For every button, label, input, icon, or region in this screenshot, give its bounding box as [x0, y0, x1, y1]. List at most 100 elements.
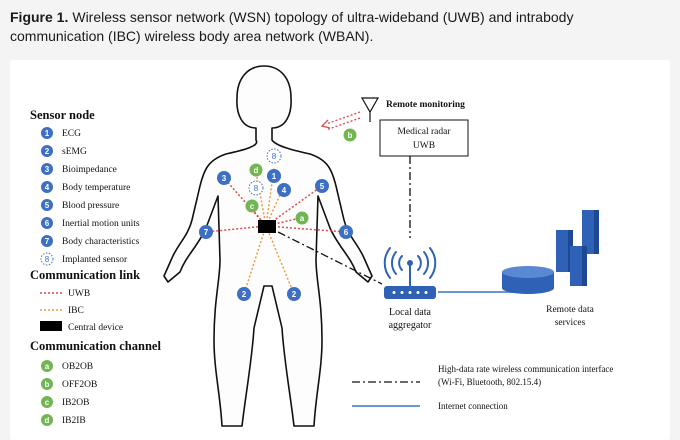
implanted-node-8-middle: 8	[248, 180, 264, 196]
uwb-link	[223, 177, 267, 227]
radar-antenna-icon	[360, 97, 380, 122]
svg-text:a: a	[300, 214, 305, 223]
body-node-3: 3	[217, 171, 231, 185]
svg-text:2: 2	[45, 147, 50, 156]
uwb-link	[265, 185, 323, 227]
figure-caption-text: Wireless sensor network (WSN) topology o…	[10, 9, 574, 44]
svg-text:IB2IB: IB2IB	[62, 416, 86, 426]
svg-text:c: c	[250, 202, 255, 211]
aggregator-label-line1: Local data	[389, 307, 431, 318]
figure-caption: Figure 1.Wireless sensor network (WSN) t…	[10, 8, 670, 46]
svg-text:4: 4	[282, 186, 287, 195]
svg-text:1: 1	[45, 129, 50, 138]
body-channel-c: c	[245, 199, 259, 213]
channel-legend-item: d IB2IB	[41, 414, 86, 426]
svg-text:2: 2	[292, 290, 297, 299]
medical-radar-label: Medical radar	[397, 127, 451, 137]
implanted-node-8-top: 8	[266, 148, 282, 164]
human-body-outline	[163, 65, 373, 427]
svg-text:Bioimpedance: Bioimpedance	[62, 165, 117, 175]
radar-waves	[320, 111, 361, 131]
body-node-7-left: 7	[199, 225, 213, 239]
svg-text:Implanted sensor: Implanted sensor	[62, 255, 128, 265]
hd-interface-protocols: (Wi-Fi, Bluetooth, 802.15.4)	[438, 377, 541, 387]
svg-text:sEMG: sEMG	[62, 147, 87, 157]
svg-text:ECG: ECG	[62, 129, 81, 139]
sensor-node-heading: Sensor node	[30, 108, 95, 122]
channel-legend-item: b OFF2OB	[41, 378, 97, 390]
channel-legend-item: a OB2OB	[41, 360, 93, 372]
figure-panel: 7 6 3 5 4 1 2 2 8 8 d c a Remote monitor…	[10, 60, 670, 440]
svg-text:b: b	[45, 380, 50, 389]
medical-radar-box	[379, 119, 469, 157]
svg-text:3: 3	[222, 174, 227, 183]
central-device-legend-label: Central device	[68, 323, 123, 333]
uwb-legend-label: UWB	[68, 289, 90, 299]
sensor-legend-item: 5 Blood pressure	[41, 199, 119, 211]
svg-text:3: 3	[45, 165, 50, 174]
body-node-4: 4	[277, 183, 291, 197]
ibc-link	[265, 225, 295, 295]
remote-monitoring-label: Remote monitoring	[386, 100, 465, 110]
svg-text:Blood pressure: Blood pressure	[62, 201, 119, 211]
central-device-legend-swatch	[40, 321, 62, 331]
communication-link-heading: Communication link	[30, 268, 140, 282]
router-lights	[392, 291, 428, 294]
svg-text:5: 5	[45, 201, 50, 210]
svg-text:2: 2	[242, 290, 247, 299]
body-node-2-right: 2	[287, 287, 301, 301]
ibc-legend-label: IBC	[68, 306, 84, 316]
central-device	[258, 220, 276, 233]
svg-text:c: c	[45, 398, 50, 407]
hd-interface-label: High-data rate wireless communication in…	[438, 364, 613, 374]
svg-text:7: 7	[45, 237, 50, 246]
internet-connection-label: Internet connection	[438, 401, 508, 411]
communication-channel-heading: Communication channel	[30, 339, 161, 353]
svg-text:Body temperature: Body temperature	[62, 183, 130, 193]
svg-text:d: d	[45, 416, 50, 425]
off2ob-channel-icon: b	[343, 128, 357, 142]
services-label-line2: services	[555, 318, 586, 328]
svg-text:d: d	[254, 166, 259, 175]
svg-text:OFF2OB: OFF2OB	[62, 380, 97, 390]
uwb-link	[265, 225, 347, 233]
body-node-5: 5	[315, 179, 329, 193]
svg-text:6: 6	[344, 228, 349, 237]
figure-label: Figure 1.	[10, 9, 69, 25]
svg-text:8: 8	[45, 255, 50, 264]
server-rack-icon	[556, 210, 599, 286]
services-label-line1: Remote data	[546, 305, 595, 315]
radar-uwb-label: UWB	[413, 141, 435, 151]
hd-link-body-aggregator	[277, 231, 383, 285]
svg-text:8: 8	[272, 152, 277, 161]
body-node-1: 1	[267, 169, 281, 183]
wifi-signal-icon	[383, 247, 437, 287]
body-node-6-right: 6	[339, 225, 353, 239]
svg-text:Inertial motion units: Inertial motion units	[62, 219, 140, 229]
sensor-legend-item: 1 ECG	[41, 127, 81, 139]
sensor-legend-item: 3 Bioimpedance	[41, 163, 117, 175]
svg-text:b: b	[348, 131, 353, 140]
database-icon	[502, 266, 554, 294]
svg-text:1: 1	[272, 172, 277, 181]
wban-diagram: 7 6 3 5 4 1 2 2 8 8 d c a Remote monitor…	[30, 65, 613, 427]
svg-text:a: a	[45, 362, 50, 371]
sensor-legend-item: 2 sEMG	[41, 145, 87, 157]
body-channel-a: a	[295, 211, 309, 225]
svg-text:OB2OB: OB2OB	[62, 362, 93, 372]
body-node-2-left: 2	[237, 287, 251, 301]
aggregator-label-line2: aggregator	[389, 320, 432, 331]
body-channel-d: d	[249, 163, 263, 177]
channel-legend-item: c IB2OB	[41, 396, 89, 408]
sensor-legend-item: 7 Body characteristics	[41, 235, 140, 247]
sensor-legend-item: 6 Inertial motion units	[41, 217, 140, 229]
svg-text:Body characteristics: Body characteristics	[62, 237, 140, 247]
svg-text:8: 8	[254, 184, 259, 193]
svg-text:IB2OB: IB2OB	[62, 398, 89, 408]
svg-text:7: 7	[204, 228, 209, 237]
sensor-legend-item: 8 Implanted sensor	[40, 252, 128, 266]
svg-text:5: 5	[320, 182, 325, 191]
svg-text:6: 6	[45, 219, 50, 228]
router-antenna-tip	[407, 260, 413, 266]
